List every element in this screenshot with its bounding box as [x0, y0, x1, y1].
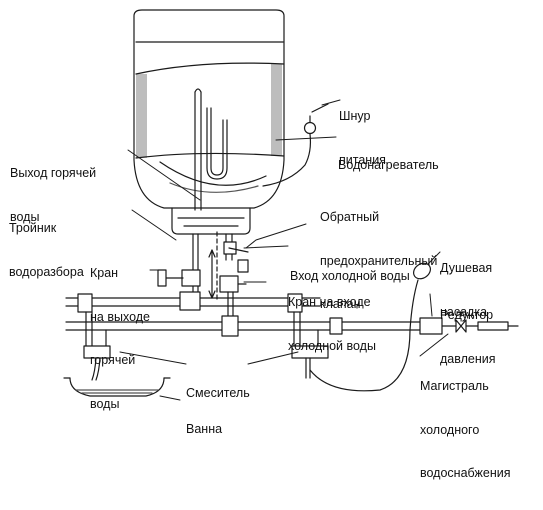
label-hot-outlet: Выход горячей воды	[10, 137, 96, 253]
label-water-heater: Водонагреватель	[338, 129, 439, 202]
shower-head	[413, 262, 431, 280]
hot-water-line	[65, 291, 321, 313]
label-bath: Ванна	[186, 393, 222, 466]
label-line: Выход горячей	[10, 166, 97, 180]
hot-outlet-pipe	[192, 231, 218, 301]
tank-bottom-flange	[171, 207, 251, 235]
power-cord	[262, 103, 329, 187]
label-line: клапан	[320, 297, 361, 311]
cold-tap	[219, 275, 247, 321]
bath-mixer	[83, 311, 111, 381]
label-line: горячей	[90, 353, 136, 367]
label-shower-head: Душевая насадка	[440, 232, 492, 348]
label-line: на выходе	[90, 309, 150, 324]
label-line: Редуктор	[440, 308, 494, 322]
label-line: воды	[10, 209, 40, 224]
hot-tap	[157, 269, 201, 287]
water-heater-tank	[133, 9, 285, 209]
bath	[63, 377, 171, 397]
shower-mixer	[291, 279, 419, 392]
label-tee: Тройник водоразбора	[9, 192, 84, 308]
label-line: холодной воды	[288, 338, 376, 353]
cold-water-line	[65, 315, 421, 337]
water-heater-diagram: Шнур питания Водонагреватель Выход горяч…	[9, 9, 519, 480]
label-reducer: Редуктор давления	[440, 279, 496, 395]
label-line: холодного	[420, 422, 480, 437]
label-line: Кран на входе	[288, 295, 371, 309]
label-cold-inlet: Вход холодной воды	[290, 240, 410, 313]
label-line: давления	[440, 351, 496, 366]
label-line: воды	[90, 396, 120, 411]
label-cold-main: Магистраль холодного водоснабжения	[420, 350, 511, 510]
label-cold-tap: Кран на входе холодной воды	[288, 266, 376, 382]
label-line: Кран	[90, 266, 119, 280]
leader-lines	[119, 99, 449, 401]
label-line: Шнур	[339, 109, 371, 123]
label-line: Водонагреватель	[338, 158, 439, 172]
label-hot-tap: Кран на выходе горячей воды	[90, 237, 150, 440]
label-line: предохранительный	[320, 253, 438, 268]
label-line: Обратный	[320, 210, 380, 224]
pressure-reducer	[419, 311, 519, 335]
label-line: Вход холодной воды	[290, 269, 410, 283]
label-power-cord: Шнур питания	[339, 80, 386, 196]
label-line: питания	[339, 152, 386, 167]
label-line: водоразбора	[9, 264, 84, 279]
label-line: Магистраль	[420, 379, 489, 393]
label-line: Смеситель	[186, 386, 250, 400]
label-mixer: Смеситель	[186, 357, 250, 430]
heating-element	[194, 88, 228, 211]
diagram-drawing	[63, 9, 519, 401]
label-line: Тройник	[9, 221, 57, 235]
cold-inlet-pipe	[223, 233, 249, 273]
label-line: Душевая	[440, 261, 493, 275]
label-check-valve: Обратный предохранительный клапан	[320, 181, 437, 341]
label-line: насадка	[440, 304, 488, 319]
label-line: Ванна	[186, 422, 223, 436]
label-line: водоснабжения	[420, 466, 511, 480]
